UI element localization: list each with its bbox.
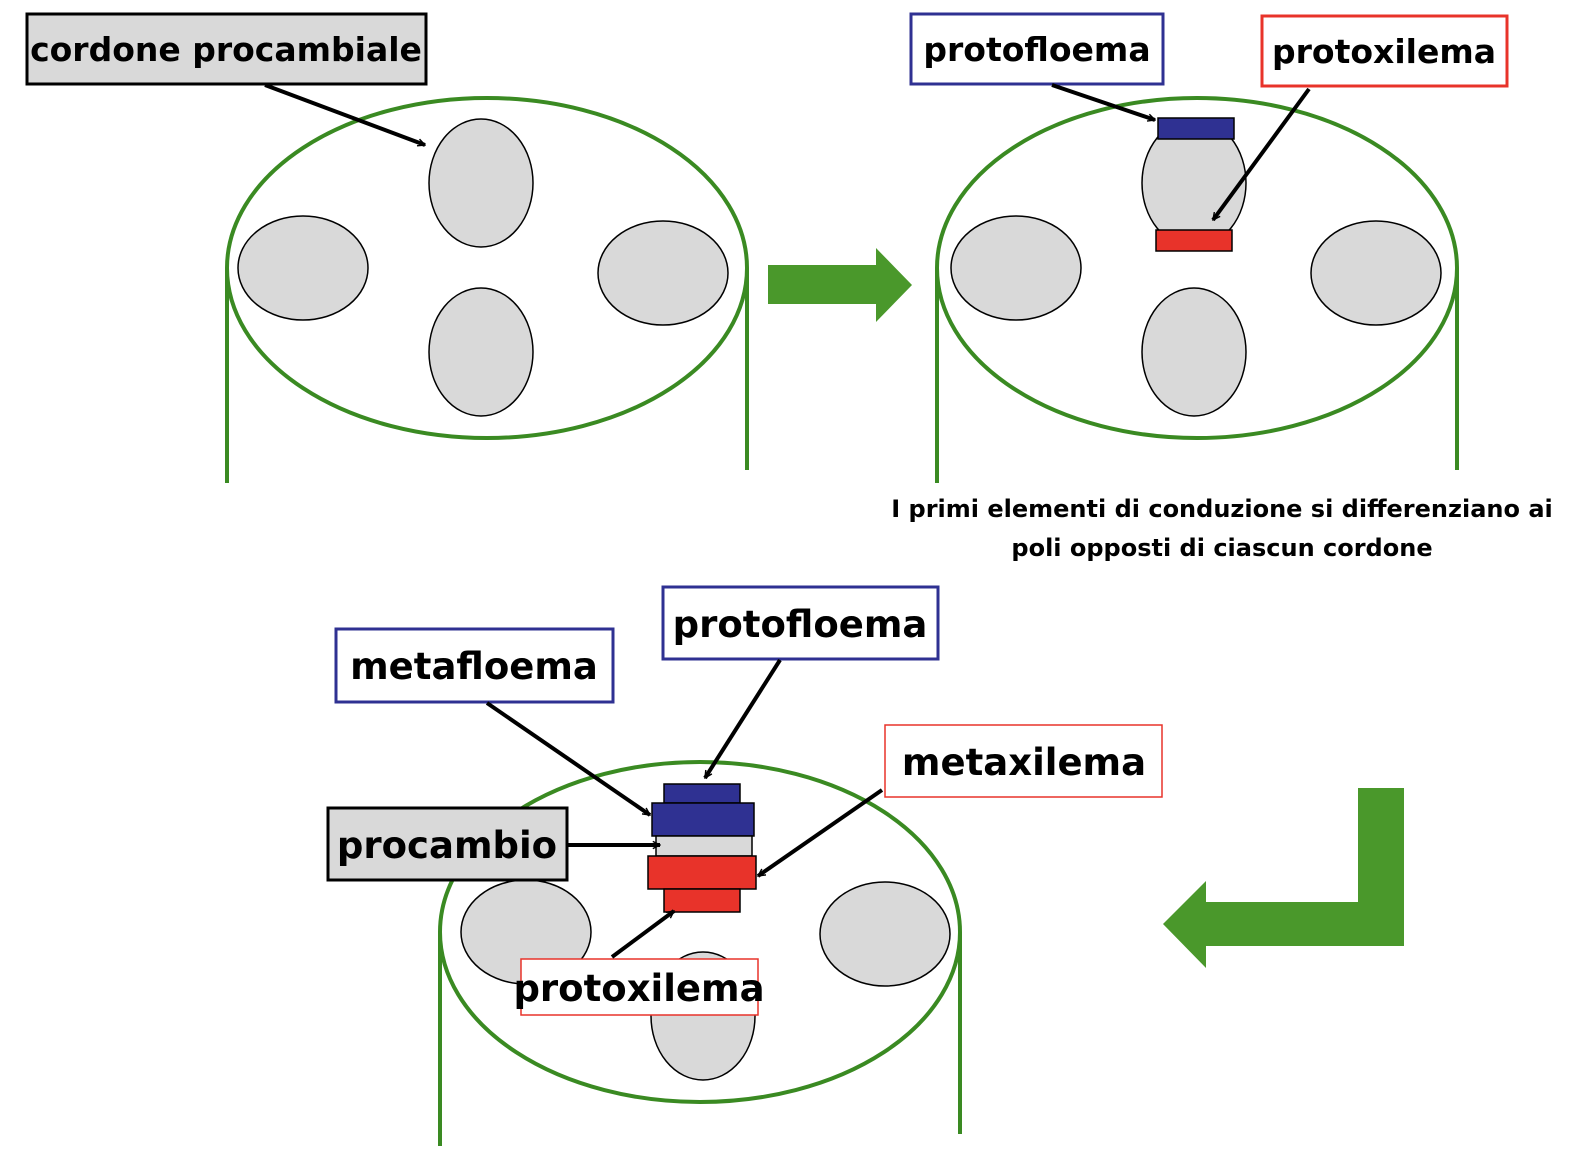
label-box-blue <box>909 12 1165 86</box>
pointer-arrow <box>264 83 425 147</box>
protophloem-block <box>663 783 741 804</box>
protoxylem-block <box>663 888 741 913</box>
pointer-arrow <box>758 788 884 878</box>
procambial-strand-right <box>597 220 729 326</box>
caption-line-2: poli opposti di ciascun cordone <box>1011 534 1432 562</box>
label-box-grey <box>25 12 428 86</box>
stem-cross-section <box>225 96 749 440</box>
pointer-arrow <box>1051 83 1155 122</box>
label-text: metafloema <box>350 645 598 688</box>
label-text: cordone procambiale <box>30 30 422 69</box>
green-arrow-right <box>768 248 912 322</box>
label-procambial-strand: cordone procambiale <box>25 12 428 86</box>
label-text: procambio <box>337 824 557 867</box>
label-protoxylem: protoxilema <box>1260 14 1509 88</box>
label-box-blue <box>334 627 615 704</box>
label-text: protofloema <box>923 30 1150 69</box>
procambial-strand-bottom <box>1141 287 1247 417</box>
procambial-strand-left <box>950 215 1082 321</box>
label-text: protoxilema <box>1272 32 1496 71</box>
pointer-arrow <box>703 658 782 778</box>
label-box-red <box>1260 14 1509 88</box>
label-protophloem: protofloema <box>661 585 940 661</box>
label-metaxylem: metaxilema <box>884 724 1163 798</box>
label-metaphloem: metafloema <box>334 627 615 704</box>
procambial-strand-right <box>1310 220 1442 326</box>
label-text: metaxilema <box>902 741 1146 784</box>
procambial-strand-bottom <box>428 287 534 417</box>
green-return-arrow <box>1163 788 1404 968</box>
metaphloem-block <box>651 802 755 837</box>
metaxylem-block <box>647 855 757 890</box>
pointer-arrow <box>610 909 674 959</box>
procambium-block <box>655 835 753 857</box>
label-protophloem: protofloema <box>909 12 1165 86</box>
panel-1-stem <box>225 96 749 483</box>
caption-line-1: I primi elementi di conduzione si differ… <box>891 495 1553 523</box>
procambial-strand-right <box>819 881 951 987</box>
protoxylem-block <box>1155 229 1233 252</box>
pointer-arrow <box>485 701 650 817</box>
stem-cross-section <box>935 96 1459 440</box>
label-text: protofloema <box>673 603 928 646</box>
label-box-red <box>884 724 1163 798</box>
label-text: protoxilema <box>513 967 764 1010</box>
procambial-strand-top <box>428 118 534 248</box>
label-procambium: procambio <box>326 806 569 882</box>
panel-2-stem <box>935 96 1459 483</box>
label-protoxylem: protoxilema <box>513 958 765 1016</box>
label-box-red <box>520 958 759 1016</box>
pointer-arrow <box>1211 87 1311 220</box>
procambial-strand-left <box>237 215 369 321</box>
label-box-blue <box>661 585 940 661</box>
protophloem-block <box>1157 117 1235 140</box>
label-box-grey <box>326 806 569 882</box>
